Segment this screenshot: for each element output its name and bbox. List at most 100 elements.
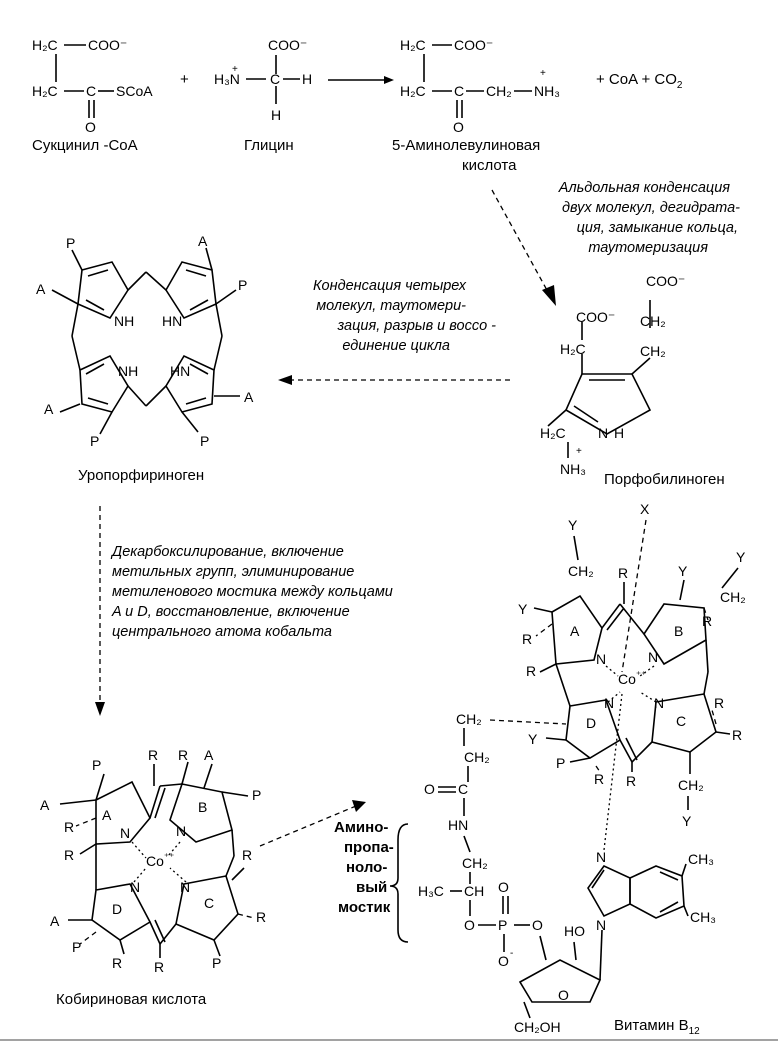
atom-r: R [702, 613, 712, 629]
atom-r: R [526, 663, 536, 679]
atom-n: HN [162, 313, 182, 329]
ala-label-line1: 5-Аминолевулиновая [392, 137, 540, 154]
svg-text:ция, замыкание кольца,: ция, замыкание кольца, [577, 220, 738, 236]
ring-d-label: D [586, 715, 596, 731]
atom-n: N [596, 849, 606, 865]
atom-a: A [204, 747, 214, 763]
atom-p: P [252, 787, 261, 803]
svg-text:мостик: мостик [338, 899, 391, 916]
atom-y: Y [682, 813, 692, 829]
svg-text:-: - [510, 948, 513, 959]
atom-r: R [242, 847, 252, 863]
atom-h3c: H₃C [418, 883, 444, 899]
atom-r: R [732, 727, 742, 743]
atom-x: X [640, 501, 650, 517]
atom-p: P [212, 955, 221, 971]
svg-text:A и D, восстановление, включен: A и D, восстановление, включение [111, 604, 350, 620]
svg-text:вый: вый [356, 879, 387, 896]
atom-n: N [598, 425, 608, 441]
atom-p: P [238, 277, 247, 293]
atom-o: O [498, 953, 509, 969]
svg-text:двух молекул, дегидрата-: двух молекул, дегидрата- [562, 200, 740, 216]
porphobilinogen-structure: N H H₂C COO⁻ CH₂ CH₂ COO⁻ H₂C + NH₃ [540, 273, 685, 477]
atom-r: R [64, 847, 74, 863]
atom-y: Y [528, 731, 538, 747]
atom-n: N [130, 879, 140, 895]
atom-coo: COO⁻ [268, 37, 307, 53]
cobyrinic-acid-structure: A N B N R Co⁺⁺ D N C N R P A R [40, 747, 266, 975]
atom-n: N [604, 695, 614, 711]
step3-note: Декарбоксилирование, включение метильных… [110, 544, 393, 640]
atom-r: R [522, 631, 532, 647]
atom-y: Y [568, 517, 578, 533]
svg-text:Конденсация четырех: Конденсация четырех [313, 278, 467, 294]
atom-r: R [154, 959, 164, 975]
atom-o: O [498, 879, 509, 895]
svg-text:центрального атома кобальта: центрального атома кобальта [112, 624, 332, 640]
atom-ch2: CH₂ [678, 777, 704, 793]
atom-a: A [40, 797, 50, 813]
ring-c-label: C [204, 895, 214, 911]
ring-a-label: A [570, 623, 580, 639]
atom-p: P [556, 755, 565, 771]
svg-text:+: + [576, 446, 582, 457]
atom-c: C [458, 781, 468, 797]
atom-n: N [648, 649, 658, 665]
atom-ch2: CH₂ [640, 343, 666, 359]
atom-p: P [92, 757, 101, 773]
atom-co: Co⁺⁺ [146, 852, 174, 869]
atom-h: H [614, 425, 624, 441]
atom-o: O [453, 119, 464, 135]
atom-p: P [200, 433, 209, 449]
atom-o: O [85, 119, 96, 135]
atom-r: R [64, 819, 74, 835]
svg-text:единение цикла: единение цикла [342, 338, 450, 354]
ring-c-label: C [676, 713, 686, 729]
atom-ch2: CH₂ [462, 855, 488, 871]
plus-sign: + [180, 71, 189, 88]
atom-c: C [86, 83, 96, 99]
svg-text:таутомеризация: таутомеризация [588, 240, 708, 256]
atom-n: N [596, 917, 606, 933]
atom-ch: CH [464, 883, 484, 899]
atom-ho: HO [564, 923, 585, 939]
atom-y: Y [736, 549, 746, 565]
atom-r: R [178, 747, 188, 763]
glycine-structure: COO⁻ + H₃N C H H [214, 37, 312, 123]
atom-h2c: H₂C [400, 37, 426, 53]
atom-ch2: CH₂ [640, 313, 666, 329]
coa-co2-label: + CoA + CO2 [596, 71, 683, 91]
cobyrinic-acid-label: Кобириновая кислота [56, 991, 207, 1008]
atom-h2c: H₂C [560, 341, 586, 357]
svg-text:+: + [232, 64, 238, 75]
svg-text:зация, разрыв и воссо -: зация, разрыв и воссо - [336, 318, 496, 334]
atom-o: O [424, 781, 435, 797]
atom-h: H [271, 107, 281, 123]
atom-ch2: CH₂ [464, 749, 490, 765]
atom-r: R [148, 747, 158, 763]
atom-r: R [714, 695, 724, 711]
atom-a: A [44, 401, 54, 417]
svg-text:Амино-: Амино- [334, 819, 388, 836]
svg-text:молекул, таутомери-: молекул, таутомери- [316, 298, 466, 314]
step1-arrow [491, 189, 549, 293]
atom-ch2: CH₂ [456, 711, 482, 727]
atom-coo: COO⁻ [88, 37, 127, 53]
atom-nh3: NH₃ [560, 461, 586, 477]
atom-p: P [66, 235, 75, 251]
atom-p: P [90, 433, 99, 449]
svg-text:пропа-: пропа- [344, 839, 394, 856]
atom-coo: COO⁻ [454, 37, 493, 53]
atom-h2c: H₂C [540, 425, 566, 441]
aminopropanol-bridge-note: Амино- пропа- ноло- вый мостик [334, 819, 409, 943]
atom-nh: NH [118, 363, 138, 379]
succinyl-coa-structure: H₂C COO⁻ H₂C C SCoA O [32, 37, 153, 135]
atom-n: N [654, 695, 664, 711]
atom-c: C [270, 71, 280, 87]
step1-note: Альдольная конденсация двух молекул, дег… [558, 180, 740, 256]
atom-o: O [558, 987, 569, 1003]
svg-text:метиленового мостика между кол: метиленового мостика между кольцами [112, 584, 393, 600]
atom-r: R [626, 773, 636, 789]
vitamin-b12-structure: Y CH₂ X Y CH₂ A N B N R Co⁺⁺ D N C N [418, 501, 746, 1035]
